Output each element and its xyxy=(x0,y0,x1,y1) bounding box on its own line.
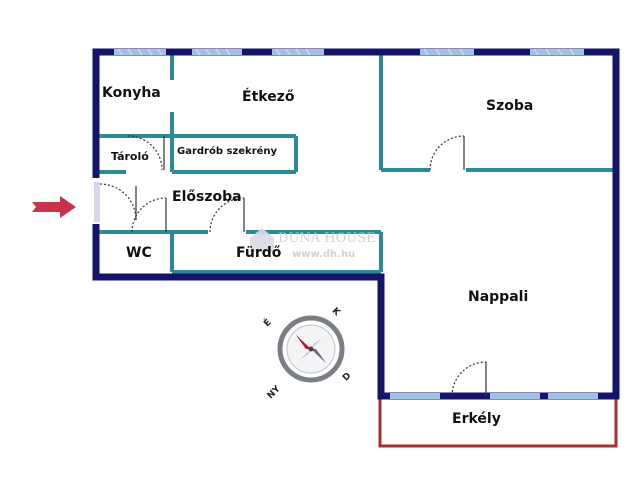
room-label-eloszoba: Előszoba xyxy=(172,189,242,205)
room-label-konyha: Konyha xyxy=(102,85,161,101)
door-swing-furdo xyxy=(209,197,245,233)
room-label-nappali: Nappali xyxy=(468,289,528,305)
doors xyxy=(99,135,487,397)
compass-west-label: NY xyxy=(266,384,283,401)
entrance-door-panel[interactable] xyxy=(94,182,100,222)
room-label-gardrob: Gardrób szekrény xyxy=(177,145,278,157)
compass-south-label: D xyxy=(341,371,353,383)
watermark-url: www.dh.hu xyxy=(292,249,355,260)
compass-icon xyxy=(277,315,345,383)
window xyxy=(548,393,598,399)
door-leaves xyxy=(135,136,487,396)
window xyxy=(192,49,242,55)
window xyxy=(420,49,474,55)
door-swing-wc xyxy=(131,197,167,233)
compass-north-label: É xyxy=(261,316,274,329)
door-swing-erkely xyxy=(451,361,487,397)
inner-walls xyxy=(96,52,616,274)
outer-walls xyxy=(92,48,620,400)
door-swing-entrance xyxy=(99,183,137,221)
watermark-brand: DUNA HOUSE xyxy=(278,231,376,246)
window xyxy=(390,393,440,399)
house-logo-icon xyxy=(250,228,274,252)
room-label-tarolo: Tároló xyxy=(111,150,149,163)
door-swing-szoba xyxy=(429,135,465,171)
window xyxy=(530,49,584,55)
watermark: DUNA HOUSE www.dh.hu xyxy=(250,228,376,260)
room-label-wc: WC xyxy=(126,245,152,261)
door-swing-tarolo xyxy=(127,135,163,171)
window-hatching xyxy=(117,48,575,56)
room-label-erkely: Erkély xyxy=(452,411,501,427)
window xyxy=(490,393,540,399)
room-label-furdo: Fürdő xyxy=(236,245,282,261)
room-label-szoba: Szoba xyxy=(486,98,533,114)
arrow-right-icon xyxy=(32,196,76,218)
compass-east-label: K xyxy=(330,306,343,319)
room-label-etkezo: Étkező xyxy=(242,88,295,105)
